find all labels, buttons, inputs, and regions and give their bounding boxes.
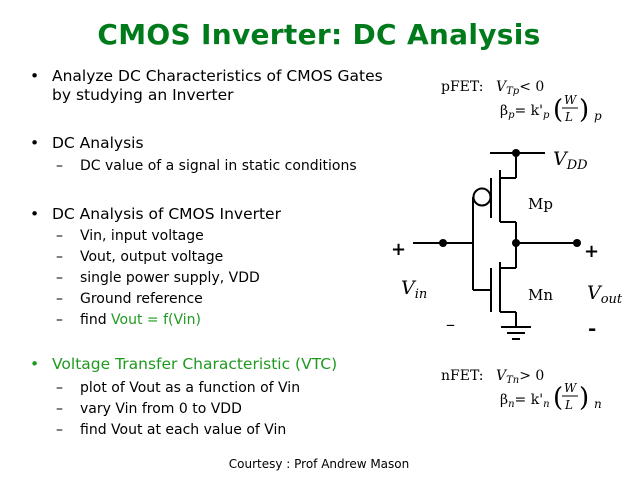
sub-bullet: – single power supply, VDD <box>56 269 260 287</box>
vin-plus-sign: + <box>391 239 406 260</box>
sub-bullet: – find Vout = f(Vin) <box>56 311 201 329</box>
pfet-l: L <box>564 110 573 124</box>
sub-bullet-text: Vout, output voltage <box>80 249 224 265</box>
nfet-beta: βn= k'n <box>500 392 550 410</box>
bullet-text: DC Analysis of CMOS Inverter <box>52 205 281 223</box>
pfet-tail-sub: p <box>594 109 602 123</box>
dash-icon: – <box>56 158 63 174</box>
bullet-icon: • <box>30 355 40 373</box>
bullet-text: Voltage Transfer Characteristic (VTC) <box>52 355 338 373</box>
nfet-equation: nFET: VTn> 0 βn= k'n ( W L ) n <box>441 368 602 413</box>
dash-icon: – <box>56 422 63 438</box>
dash-icon: – <box>56 401 63 417</box>
bullet-text: DC Analysis <box>52 134 144 152</box>
pfet-vt: VTp< 0 <box>496 79 544 97</box>
bullet-icon: • <box>30 67 40 85</box>
mn-label: Mn <box>528 286 553 304</box>
vin-minus-sign: – <box>446 314 455 335</box>
dash-icon: – <box>56 270 63 286</box>
pfet-right-paren: ) <box>579 95 589 125</box>
sub-bullet-text: single power supply, VDD <box>80 270 260 286</box>
bullet-dc-analysis: • DC Analysis <box>30 134 144 153</box>
input-node <box>439 239 447 247</box>
output-terminal-node <box>573 239 581 247</box>
nfet-right-paren: ) <box>579 383 589 413</box>
vout-minus-sign: - <box>588 316 596 340</box>
pfet-gate-bubble <box>472 187 492 207</box>
nfet-w: W <box>564 381 578 395</box>
sub-bullet: – DC value of a signal in static conditi… <box>56 157 357 175</box>
sub-bullet-text: find <box>80 312 112 328</box>
bullet-dc-analysis-inverter: • DC Analysis of CMOS Inverter <box>30 205 281 224</box>
sub-bullet: – Vin, input voltage <box>56 227 204 245</box>
pfet-equation: pFET: VTp< 0 βp= k'p ( W L ) p <box>441 79 602 125</box>
sub-bullet: – Vout, output voltage <box>56 248 224 266</box>
output-node <box>512 239 520 247</box>
dash-icon: – <box>56 380 63 396</box>
bullet-vtc: • Voltage Transfer Characteristic (VTC) <box>30 355 338 374</box>
nfet-tail-sub: n <box>594 397 602 411</box>
bullet-analyze-continued: by studying an Inverter <box>52 86 234 105</box>
sub-bullet-text: plot of Vout as a function of Vin <box>80 380 301 396</box>
sub-bullet: – vary Vin from 0 to VDD <box>56 400 242 418</box>
pfet-label: pFET: <box>441 79 483 95</box>
nfet-vt: VTn> 0 <box>496 368 544 386</box>
bullet-analyze: • Analyze DC Characteristics of CMOS Gat… <box>30 67 383 86</box>
bullet-text: Analyze DC Characteristics of CMOS Gates <box>52 67 383 85</box>
equation-text: Vout = f(Vin) <box>111 312 201 328</box>
sub-bullet-text: vary Vin from 0 to VDD <box>80 401 242 417</box>
vout-label: Vout <box>587 282 623 307</box>
pfet-left-paren: ( <box>553 95 563 125</box>
bullet-icon: • <box>30 134 40 152</box>
sub-bullet: – Ground reference <box>56 290 203 308</box>
dash-icon: – <box>56 228 63 244</box>
mp-label: Mp <box>528 195 553 213</box>
vin-label: Vin <box>401 277 427 302</box>
vout-plus-sign: + <box>584 241 599 262</box>
vdd-node <box>512 149 520 157</box>
sub-bullet-text: find Vout at each value of Vin <box>80 422 287 438</box>
sub-bullet: – find Vout at each value of Vin <box>56 421 287 439</box>
slide-title: CMOS Inverter: DC Analysis <box>97 18 541 51</box>
nfet-label: nFET: <box>441 368 484 384</box>
dash-icon: – <box>56 291 63 307</box>
sub-bullet: – plot of Vout as a function of Vin <box>56 379 301 397</box>
dash-icon: – <box>56 312 63 328</box>
sub-bullet-text: DC value of a signal in static condition… <box>80 158 357 174</box>
sub-bullet-text: Ground reference <box>80 291 203 307</box>
nfet-l: L <box>564 398 573 412</box>
credit-line: Courtesy : Prof Andrew Mason <box>228 457 410 471</box>
pfet-beta: βp= k'p <box>500 103 550 121</box>
bullet-text: by studying an Inverter <box>52 86 234 104</box>
nfet-left-paren: ( <box>553 383 563 413</box>
vdd-label: VDD <box>553 148 588 173</box>
pfet-w: W <box>564 93 578 107</box>
bullet-icon: • <box>30 205 40 223</box>
dash-icon: – <box>56 249 63 265</box>
sub-bullet-text: Vin, input voltage <box>80 228 204 244</box>
